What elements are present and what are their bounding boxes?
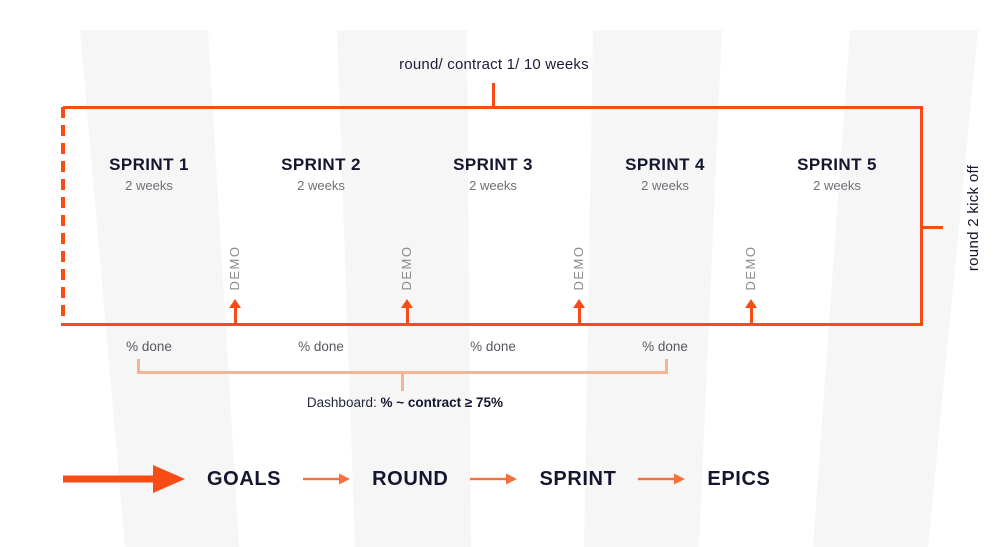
- demo-arrow-up-icon: [573, 299, 585, 308]
- bracket-left-tick: [137, 359, 140, 374]
- demo-arrow-stem: [406, 308, 409, 326]
- flow-step-epics: EPICS: [707, 467, 771, 490]
- arrow-right-icon: [638, 473, 686, 485]
- round-box-dashed-left-edge: [61, 107, 65, 326]
- sprint-name: SPRINT 2: [281, 155, 361, 174]
- sprint-duration: 2 weeks: [641, 178, 689, 193]
- round-title: round/ contract 1/ 10 weeks: [399, 56, 589, 73]
- sprint-duration: 2 weeks: [469, 178, 517, 193]
- title-connector-line: [492, 83, 495, 107]
- dashboard-note: Dashboard: % ~ contract ≥ 75%: [205, 395, 605, 410]
- sprint-name: SPRINT 1: [109, 155, 189, 174]
- sprint-column-2: SPRINT 2 2 weeks: [235, 155, 407, 193]
- sprint-column-5: SPRINT 5 2 weeks: [751, 155, 923, 193]
- sprint-column-3: SPRINT 3 2 weeks: [407, 155, 579, 193]
- sprint-duration: 2 weeks: [125, 178, 173, 193]
- dashboard-note-prefix: Dashboard:: [306, 395, 381, 410]
- demo-arrow-stem: [234, 308, 237, 326]
- dashboard-note-mid: % ~: [380, 395, 408, 410]
- flow-step-goals: GOALS: [207, 467, 282, 490]
- bracket-right-tick: [665, 359, 668, 374]
- sprint-column-4: SPRINT 4 2 weeks: [579, 155, 751, 193]
- round2-connector-tick: [923, 226, 943, 229]
- percent-done-label-4: % done: [642, 339, 688, 354]
- demo-label-4: DEMO: [743, 245, 758, 291]
- sprint-column-1: SPRINT 1 2 weeks: [63, 155, 235, 193]
- demo-label-2: DEMO: [399, 245, 414, 291]
- round2-kickoff-label: round 2 kick off: [965, 164, 982, 272]
- demo-arrow-up-icon: [401, 299, 413, 308]
- percent-done-label-3: % done: [470, 339, 516, 354]
- arrow-right-icon: [470, 473, 518, 485]
- sprint-duration: 2 weeks: [813, 178, 861, 193]
- demo-label-1: DEMO: [227, 245, 242, 291]
- sprint-name: SPRINT 5: [797, 155, 877, 174]
- dashboard-note-threshold: contract ≥ 75%: [407, 395, 504, 410]
- arrow-right-icon: [303, 473, 351, 485]
- bracket-center-stem: [401, 371, 404, 391]
- round-box: [63, 106, 923, 326]
- flow-step-round: ROUND: [372, 467, 449, 490]
- demo-arrow-up-icon: [229, 299, 241, 308]
- sprint-duration: 2 weeks: [297, 178, 345, 193]
- percent-done-label-2: % done: [298, 339, 344, 354]
- sprint-name: SPRINT 4: [625, 155, 705, 174]
- big-arrow-right-icon: [63, 465, 185, 493]
- flow-step-sprint: SPRINT: [539, 467, 617, 490]
- demo-arrow-stem: [578, 308, 581, 326]
- percent-done-label-1: % done: [126, 339, 172, 354]
- demo-arrow-stem: [750, 308, 753, 326]
- demo-label-3: DEMO: [571, 245, 586, 291]
- sprint-name: SPRINT 3: [453, 155, 533, 174]
- demo-arrow-up-icon: [745, 299, 757, 308]
- flow-row: GOALS ROUND SPRINT EPICS: [63, 462, 770, 496]
